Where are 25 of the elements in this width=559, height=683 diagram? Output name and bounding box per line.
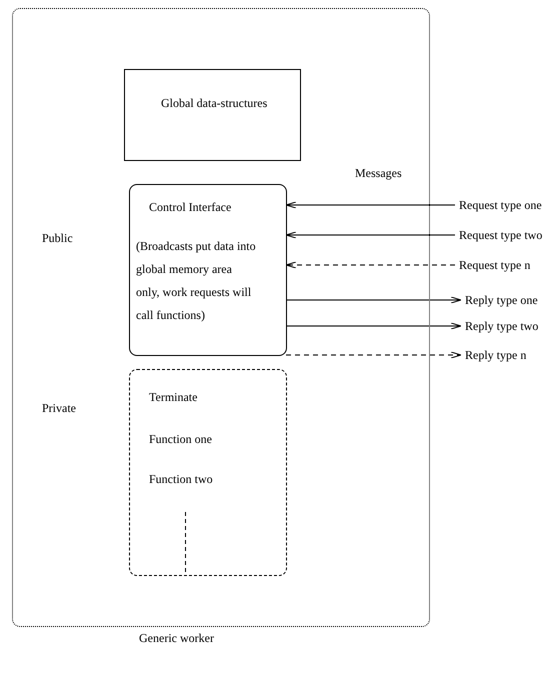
arrow: [286, 232, 456, 238]
message-label: Reply type two: [465, 319, 538, 333]
arrow: [286, 202, 456, 208]
box-title: Control Interface: [149, 200, 232, 214]
box-title: Terminate: [149, 390, 198, 404]
data-box: [124, 69, 301, 161]
box-title: Function two: [149, 472, 213, 486]
description-text: (Broadcasts put data into global memory area only, work requests will call functions): [136, 238, 257, 324]
box-title: Function one: [149, 432, 212, 446]
message-label: Request type one: [459, 198, 542, 212]
box-title: Global data-structures: [161, 96, 268, 110]
arrow: [286, 352, 462, 358]
message-label: Request type two: [459, 228, 542, 242]
section-label: Private: [42, 401, 76, 415]
section-label: Public: [42, 231, 73, 245]
frame-title: Generic worker: [139, 631, 214, 645]
arrow: [286, 296, 462, 304]
arrow: [286, 262, 456, 268]
section-heading: Messages: [355, 166, 402, 180]
message-label: Reply type n: [465, 348, 526, 362]
functions-box: [129, 369, 287, 576]
message-label: Reply type one: [465, 293, 538, 307]
interface-box: [129, 184, 287, 356]
message-label: Request type n: [459, 258, 530, 272]
arrow: [286, 322, 462, 330]
